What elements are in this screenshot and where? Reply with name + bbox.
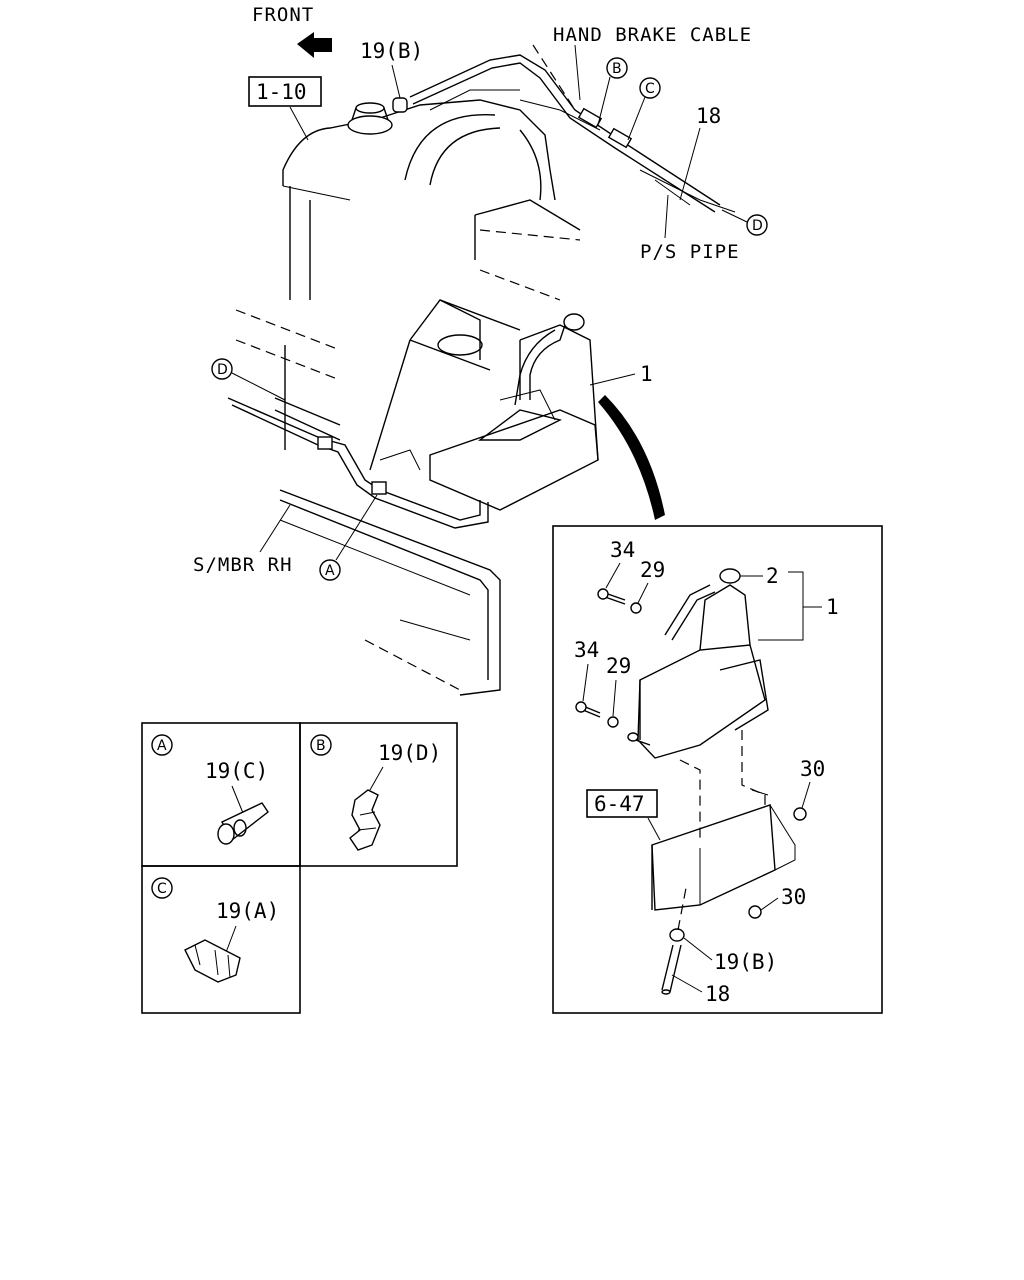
nut-30-lower-icon [748, 905, 762, 919]
clip-19c-icon [217, 802, 269, 845]
mark-a-mid [319, 559, 341, 581]
svg-text:A: A [157, 738, 167, 754]
callout-19a: 19(A) [216, 899, 279, 923]
callout-1-main: 1 [640, 362, 653, 386]
ref-1-10-box: 1-10 [248, 76, 322, 141]
radiator-engine-outline [282, 89, 581, 301]
svg-text:C: C [645, 81, 655, 97]
top-hoses [392, 44, 736, 213]
tank-cap-mid-icon [563, 313, 585, 331]
middle-callouts: D 1 S/MBR RH A [193, 358, 665, 581]
top-callouts: 19(B) HAND BRAKE CABLE B C 18 D P/S PIPE [360, 24, 768, 263]
svg-text:B: B [612, 61, 622, 77]
mark-a-inset [151, 734, 173, 756]
clamp-19b-top-icon [392, 97, 408, 113]
svg-text:A: A [325, 563, 335, 579]
washer-29-upper-icon [630, 602, 642, 614]
callout-18-top: 18 [696, 104, 721, 128]
washer-29-lower-icon [607, 716, 619, 728]
inset-b [299, 722, 458, 867]
callout-19d: 19(D) [378, 741, 441, 765]
detail-pointer-arrow [598, 395, 665, 520]
smbr-rh-label: S/MBR RH [193, 554, 293, 576]
tank-body-mid [429, 409, 599, 511]
mark-b-top [606, 57, 628, 79]
callout-34-lower: 34 [574, 638, 599, 662]
side-member-outline [279, 489, 501, 696]
front-arrow-icon [297, 32, 332, 58]
tank-cap-detail-icon [719, 568, 741, 584]
callout-19b-bottom: 19(B) [714, 950, 777, 974]
radiator-cap-icon [347, 115, 393, 135]
svg-text:C: C [157, 881, 167, 897]
ps-pipe-label: P/S PIPE [640, 241, 740, 263]
detail-callouts: 34 29 2 1 34 29 30 30 19(B) 18 [574, 538, 839, 1006]
detail-box: 6-47 [552, 525, 883, 1014]
svg-text:D: D [217, 362, 228, 378]
hose-18-bottom-icon [661, 989, 671, 995]
front-arrow-group: FRONT [252, 4, 332, 58]
ref-6-47-label: 6-47 [594, 792, 645, 816]
callout-30-lower: 30 [781, 885, 806, 909]
callout-30-upper: 30 [800, 757, 825, 781]
bolt-34-lower-icon [575, 701, 587, 713]
middle-assembly [227, 299, 599, 696]
inset-boxes: A 19(C) B 19(D) C 19(A) [141, 722, 458, 1014]
bolt-34-upper-icon [597, 588, 609, 600]
callout-18-bottom: 18 [705, 982, 730, 1006]
callout-2: 2 [766, 564, 779, 588]
mark-c-top [639, 77, 661, 99]
hand-brake-cable-label: HAND BRAKE CABLE [553, 24, 752, 46]
callout-19c: 19(C) [205, 759, 268, 783]
front-label: FRONT [252, 4, 314, 26]
svg-text:B: B [316, 738, 326, 754]
mark-c-inset [151, 877, 173, 899]
callout-34-upper: 34 [610, 538, 635, 562]
callout-29-lower: 29 [606, 654, 631, 678]
nut-30-upper-icon [793, 807, 807, 821]
callout-19b-top: 19(B) [360, 39, 423, 63]
bracket-outline [651, 804, 776, 911]
ref-1-10-label: 1-10 [256, 80, 307, 104]
mark-d-mid [211, 358, 233, 380]
mark-b-inset [310, 734, 332, 756]
callout-29-upper: 29 [640, 558, 665, 582]
clip-19a-icon [184, 939, 241, 983]
clamp-19b-bottom-icon [669, 928, 685, 942]
callout-1-detail: 1 [826, 595, 839, 619]
mark-d-top [746, 214, 768, 236]
inset-c [141, 865, 301, 1014]
clip-19d-icon [349, 789, 381, 851]
svg-text:D: D [752, 218, 763, 234]
tank-body-detail [637, 644, 766, 759]
